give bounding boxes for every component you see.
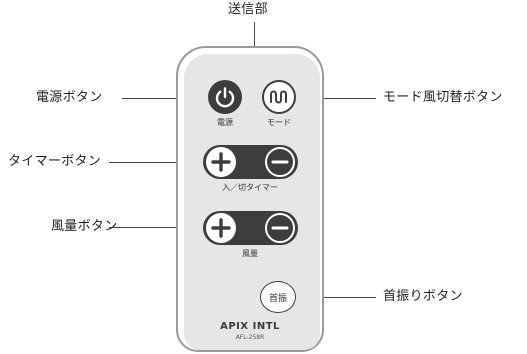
swing-button-text: 首振 bbox=[268, 293, 287, 304]
swing-button[interactable]: 首振 bbox=[260, 281, 296, 313]
brand-area: APIX INTL AFL-258R bbox=[176, 318, 324, 348]
callout-timer-button: タイマーボタン bbox=[8, 154, 102, 169]
callout-wind-button: 風量ボタン bbox=[51, 219, 118, 234]
leader-line-mode bbox=[296, 98, 376, 99]
callout-power-button: 電源ボタン bbox=[36, 90, 103, 105]
power-icon bbox=[215, 87, 235, 108]
minus-icon bbox=[271, 160, 289, 164]
brand-logo: APIX INTL bbox=[220, 321, 280, 332]
callout-mode-button: モード風切替ボタン bbox=[383, 90, 503, 105]
leader-line-wind bbox=[109, 227, 207, 228]
mode-button-label: モード bbox=[267, 118, 291, 127]
timer-button-label: 入／切タイマー bbox=[222, 183, 278, 192]
minus-icon bbox=[271, 226, 289, 230]
wind-plus-button[interactable] bbox=[206, 213, 236, 243]
power-button-label: 電源 bbox=[217, 118, 233, 127]
plus-icon bbox=[211, 152, 231, 172]
timer-button-pair bbox=[203, 145, 298, 179]
model-number: AFL-258R bbox=[235, 334, 265, 341]
power-button[interactable] bbox=[208, 80, 242, 114]
plus-icon bbox=[211, 218, 231, 238]
wind-minus-button[interactable] bbox=[265, 213, 295, 243]
leader-line-swing bbox=[296, 297, 376, 298]
wave-icon bbox=[270, 90, 287, 104]
callout-swing-button: 首振りボタン bbox=[383, 289, 463, 304]
timer-minus-button[interactable] bbox=[265, 147, 295, 177]
callout-transmitter: 送信部 bbox=[228, 2, 268, 17]
remote-control bbox=[176, 46, 324, 352]
timer-plus-button[interactable] bbox=[206, 147, 236, 177]
mode-button[interactable] bbox=[262, 80, 296, 114]
wind-button-pair bbox=[203, 211, 298, 245]
leader-line-transmitter bbox=[254, 22, 255, 47]
remote-face bbox=[184, 54, 320, 350]
wind-button-label: 風量 bbox=[242, 249, 258, 258]
leader-line-power bbox=[122, 98, 208, 99]
leader-line-timer bbox=[109, 162, 207, 163]
